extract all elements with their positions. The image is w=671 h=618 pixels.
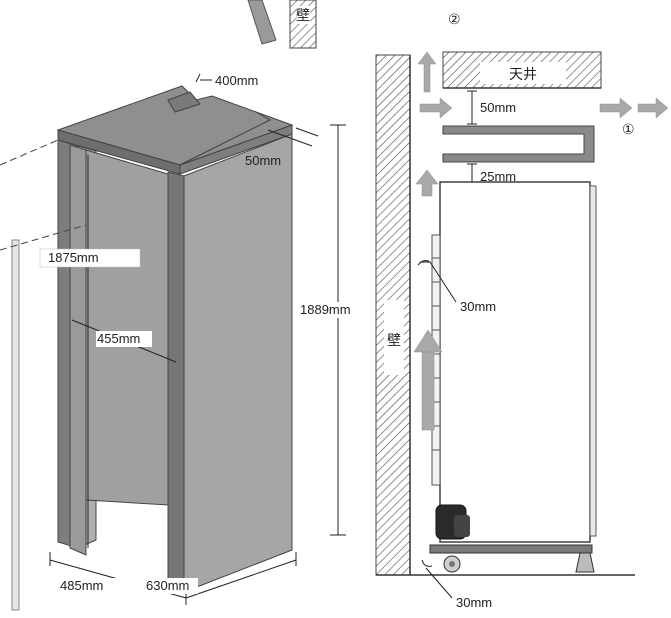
- leveling-foot: [575, 552, 595, 573]
- dim-gap-top-label: 50mm: [480, 100, 516, 115]
- cabinet-right-edge: [167, 171, 185, 593]
- cabinet-iso-view: 壁 400mm 50mm: [0, 0, 351, 611]
- dim-back-gap-leader: [429, 261, 457, 303]
- compressor: [435, 504, 470, 540]
- dim-gap-unit-label: 25mm: [480, 169, 516, 184]
- appliance-base: [429, 544, 593, 554]
- exhaust-duct: [442, 125, 595, 163]
- dim-1889-label: 1889mm: [300, 302, 351, 317]
- side-section-view: 壁 天井 50mm 25mm: [375, 12, 669, 610]
- separate-pole: [11, 239, 20, 611]
- dim-floor-gap-label: 30mm: [456, 595, 492, 610]
- dim-630-line: [185, 559, 297, 599]
- appliance-body: [439, 181, 591, 543]
- dim-455-label: 455mm: [97, 331, 140, 346]
- cabinet-right-panel: [183, 133, 293, 593]
- airflow-arrows: [413, 51, 669, 431]
- ceiling-label: 天井: [509, 67, 537, 83]
- depth-dash-1: [0, 139, 59, 166]
- dim-back-gap-label: 30mm: [460, 299, 496, 314]
- top-fragment: 壁: [247, 0, 317, 49]
- dim-floor-gap-leader: [425, 567, 453, 599]
- dim-1875-label: 1875mm: [48, 250, 99, 265]
- flow-2-label: ②: [448, 12, 461, 28]
- dim-400-label: 400mm: [215, 73, 258, 88]
- appliance-door: [589, 185, 597, 537]
- dim-485-label: 485mm: [60, 578, 103, 593]
- depth-dash-2: [0, 224, 87, 251]
- top-wall-label: 壁: [296, 8, 310, 24]
- wall-label: 壁: [387, 333, 401, 349]
- dim-630-label: 630mm: [146, 578, 189, 593]
- dim-50-top-label: 50mm: [245, 153, 281, 168]
- cabinet-back-panel: [85, 149, 169, 506]
- flow-1-label: ①: [622, 122, 635, 138]
